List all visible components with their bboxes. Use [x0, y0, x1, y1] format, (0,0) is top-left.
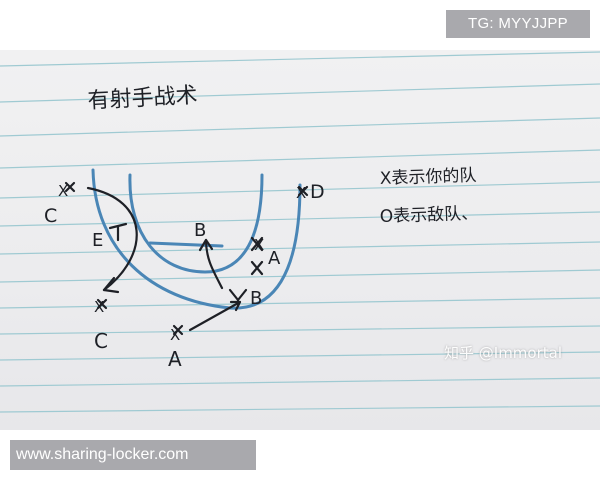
- label-b-lower: B: [250, 288, 262, 309]
- note-legend-o: O表示敌队、: [379, 204, 478, 227]
- notebook-photo: C X X D E B X A B X C X A 有射手战术 X表示你的队 O…: [0, 50, 600, 430]
- label-x-c-lower: X: [94, 298, 104, 316]
- note-title: 有射手战术: [87, 83, 198, 114]
- label-x-top-left: X: [58, 182, 68, 200]
- label-b-upper: B: [194, 220, 206, 241]
- label-x-d: X: [296, 184, 306, 202]
- label-c-lower: C: [94, 329, 108, 353]
- diagram-labels: C X X D E B X A B X C X A: [44, 181, 325, 371]
- label-x-a-lower: X: [170, 326, 180, 344]
- note-legend-x: X表示你的队: [379, 166, 476, 189]
- label-a-lower: A: [168, 347, 182, 371]
- url-banner: www.sharing-locker.com: [10, 440, 256, 470]
- label-e: E: [92, 230, 103, 251]
- tg-banner: TG: MYYJJPP: [446, 10, 590, 38]
- label-x-a-right: X: [254, 236, 264, 254]
- label-a-right: A: [268, 248, 281, 269]
- ink-strokes: [64, 181, 309, 336]
- label-c-top: C: [44, 205, 57, 227]
- label-d: D: [310, 181, 325, 203]
- notebook-drawing: C X X D E B X A B X C X A 有射手战术 X表示你的队 O…: [0, 51, 600, 413]
- zhihu-watermark: 知乎 @Immortal: [444, 344, 563, 362]
- note-text: 有射手战术 X表示你的队 O表示敌队、: [87, 83, 478, 227]
